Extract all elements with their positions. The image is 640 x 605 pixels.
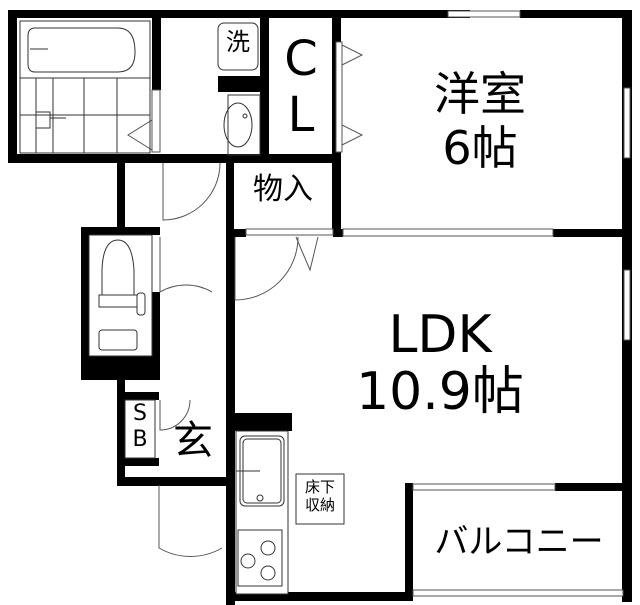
wall-ldk-top-right (553, 229, 631, 237)
bathtub-icon (19, 20, 151, 154)
door-swing-icon (127, 44, 364, 557)
balcony-label: バルコニー (434, 522, 604, 562)
wall-sb-top (117, 392, 159, 400)
wall-balcony-left (405, 483, 413, 601)
shoe-box-outline (124, 399, 156, 459)
wall-kitchen-top (226, 413, 292, 431)
wall-hall-left-upper (117, 154, 125, 229)
wall-bottom (226, 592, 406, 601)
toilet-icon (88, 234, 153, 357)
wall-toilet-outer (81, 227, 160, 235)
wash-block (218, 76, 260, 92)
wall-top-left (8, 10, 340, 18)
ldk-size: 10.9帖 (356, 362, 524, 422)
wall-cl-left (260, 10, 269, 162)
wall-entrance-bottom (117, 477, 227, 486)
wall-top-far-right (520, 10, 632, 18)
washer-label: 洗 (226, 28, 250, 56)
wall-balcony-right (622, 470, 632, 602)
wall-toilet-right-lower (152, 292, 160, 380)
underfloor-storage-line1: 床下 (304, 478, 335, 496)
wall-ldk-top-left (226, 229, 246, 237)
wall-top-right (340, 10, 470, 18)
underfloor-storage-line2: 収納 (304, 496, 335, 514)
wall-bath-right (152, 10, 161, 90)
shoe-box-label-s: S (133, 401, 147, 426)
entrance-label: 玄 (173, 418, 213, 464)
window-icon (151, 10, 631, 597)
wall-sb-bottom (117, 458, 159, 466)
wall-ldk-top-mid (333, 229, 343, 237)
wall-left-bath (8, 10, 17, 162)
washer-icon (217, 22, 259, 71)
western-room-name: 洋室 (434, 67, 526, 121)
wall-storage-left (226, 154, 234, 234)
washbasin-icon (223, 94, 261, 156)
shoe-box-label-b: B (132, 427, 148, 452)
wall-wash-bottom (226, 154, 336, 163)
storage-label: 物入 (253, 172, 313, 207)
wall-right (622, 10, 632, 480)
closet-label-c: C (284, 31, 318, 87)
underfloor-storage-outline (295, 473, 345, 525)
western-room-size: 6帖 (442, 121, 518, 175)
ldk-name: LDK (388, 305, 492, 365)
wall-toilet-left (81, 227, 89, 380)
wall-hall-left-lower (117, 380, 125, 485)
wall-toilet-bottom (81, 356, 160, 380)
wall-balcony-top (555, 483, 632, 491)
closet-label-l: L (287, 87, 315, 143)
stove-icon (237, 529, 283, 587)
